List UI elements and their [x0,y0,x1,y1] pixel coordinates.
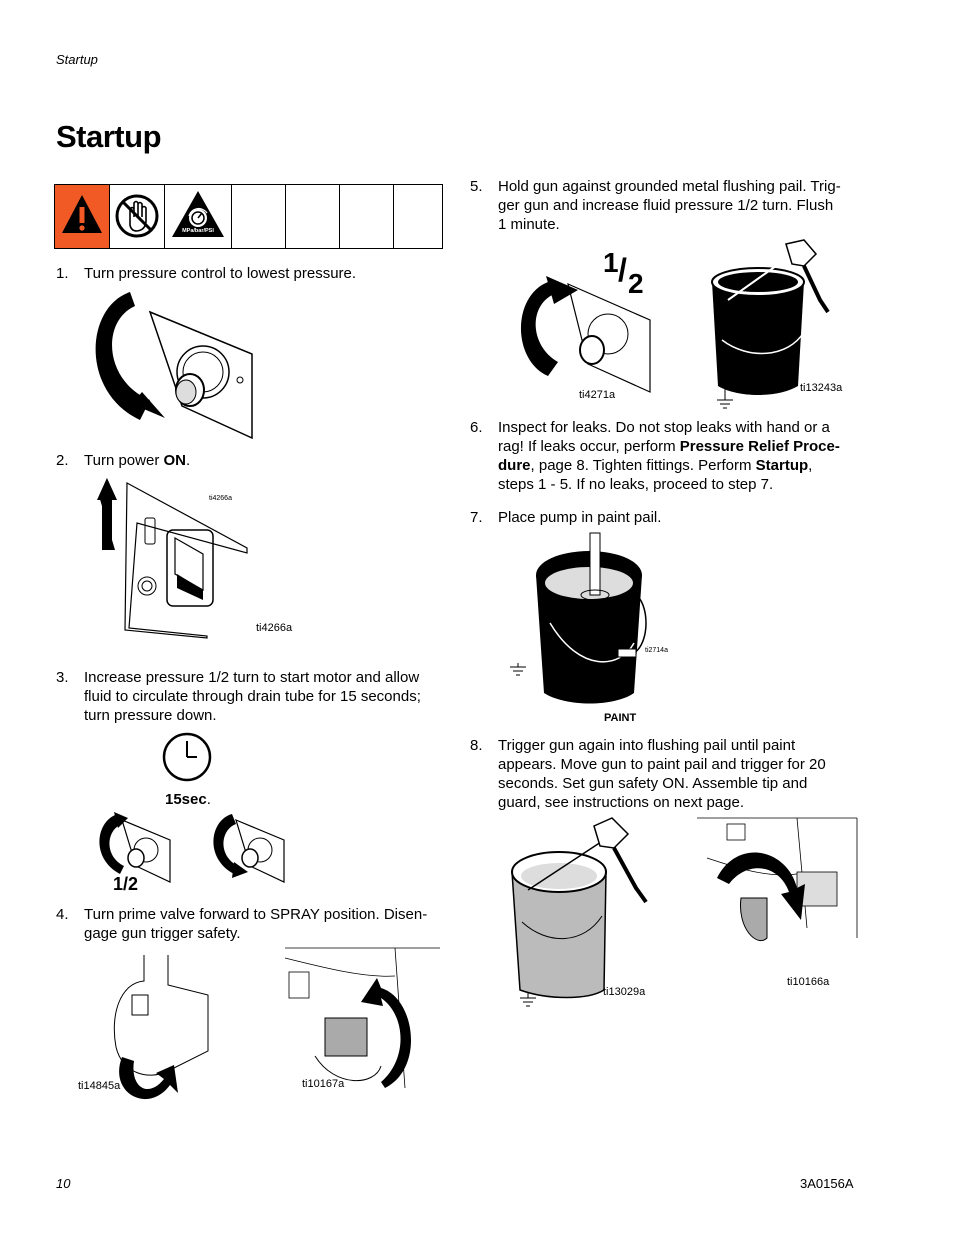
figure-label: ti13029a [603,986,646,998]
pressure-relief-ref: Pressure Relief Proce- [679,438,840,455]
figure-label: ti4271a [579,389,616,401]
gun-trigger-safety-figure [284,947,440,1089]
half-turn-denominator: 2 [628,268,644,299]
figure-label: ti14845a [78,1080,121,1092]
step-number: 7. [470,509,483,526]
half-turn-label: 1/2 [113,874,139,894]
page-number: 10 [56,1176,71,1191]
warning-icon-strip: MPa/bar/PSI [54,184,443,249]
figure-label: ti4266a [209,495,232,502]
figure-label: ti13243a [800,382,843,394]
figure-label: ti2714a [645,647,668,654]
timer-label: 15sec. [165,791,211,808]
empty-cell [340,185,394,248]
warning-triangle-icon [62,195,102,233]
step-text: Turn pressure control to lowest pressure… [84,265,357,282]
pressure-half-turn-figure [521,276,651,393]
pressure-increase-figure [99,812,171,883]
startup-ref: Startup [755,457,809,474]
step-1: 1. Turn pressure control to lowest press… [56,264,446,284]
step-3: 3. Increase pressure 1/2 turn to start m… [56,669,421,724]
step-number: 6. [470,419,483,436]
step-5: 5. Hold gun against grounded metal flush… [470,178,841,233]
paint-pail-trigger-figure [511,817,648,1007]
pressure-unit-label: MPa/bar/PSI [182,228,214,234]
step-number: 4. [56,906,69,923]
paint-pail-figure [510,532,647,704]
step-number: 2. [56,452,69,469]
step-number: 8. [470,737,483,754]
no-hand-icon [115,194,159,238]
pressure-relief-ref: dure [498,457,531,474]
pressure-cell: MPa/bar/PSI [165,185,232,248]
figure-label: ti4266a [256,622,293,634]
step-8: 8. Trigger gun again into flushing pail … [470,737,826,811]
step-number: 1. [56,265,69,282]
pressure-relief-icon [172,191,224,237]
running-header: Startup [56,52,98,67]
step-4: 4. Turn prime valve forward to SPRAY pos… [56,906,428,942]
paint-label: PAINT [604,712,637,724]
pressure-control-ccw-figure [95,292,253,440]
flushing-pail-figure [711,239,830,409]
step-6: 6. Inspect for leaks. Do not stop leaks … [470,419,840,493]
step-number: 3. [56,669,69,686]
half-turn-numerator: 1 [603,247,619,278]
page-title: Startup [56,119,162,154]
prime-valve-figure [113,955,209,1100]
fraction-slash: / [618,252,627,288]
power-on-text: ON [163,452,186,469]
document-number: 3A0156A [800,1176,854,1191]
no-hand-cell [110,185,165,248]
warning-cell [55,185,110,248]
empty-cell [394,185,442,248]
figure-label: ti10167a [302,1078,345,1090]
step-7: 7. Place pump in paint pail. [470,509,662,526]
step-number: 5. [470,178,483,195]
pressure-decrease-figure [213,814,285,883]
empty-cell [232,185,286,248]
figure-label: ti10166a [787,976,830,988]
gun-safety-on-figure [697,817,858,941]
clock-icon [162,732,212,782]
step-2: 2. Turn power ON. [56,452,191,469]
empty-cell [286,185,340,248]
power-switch-figure [97,478,248,639]
